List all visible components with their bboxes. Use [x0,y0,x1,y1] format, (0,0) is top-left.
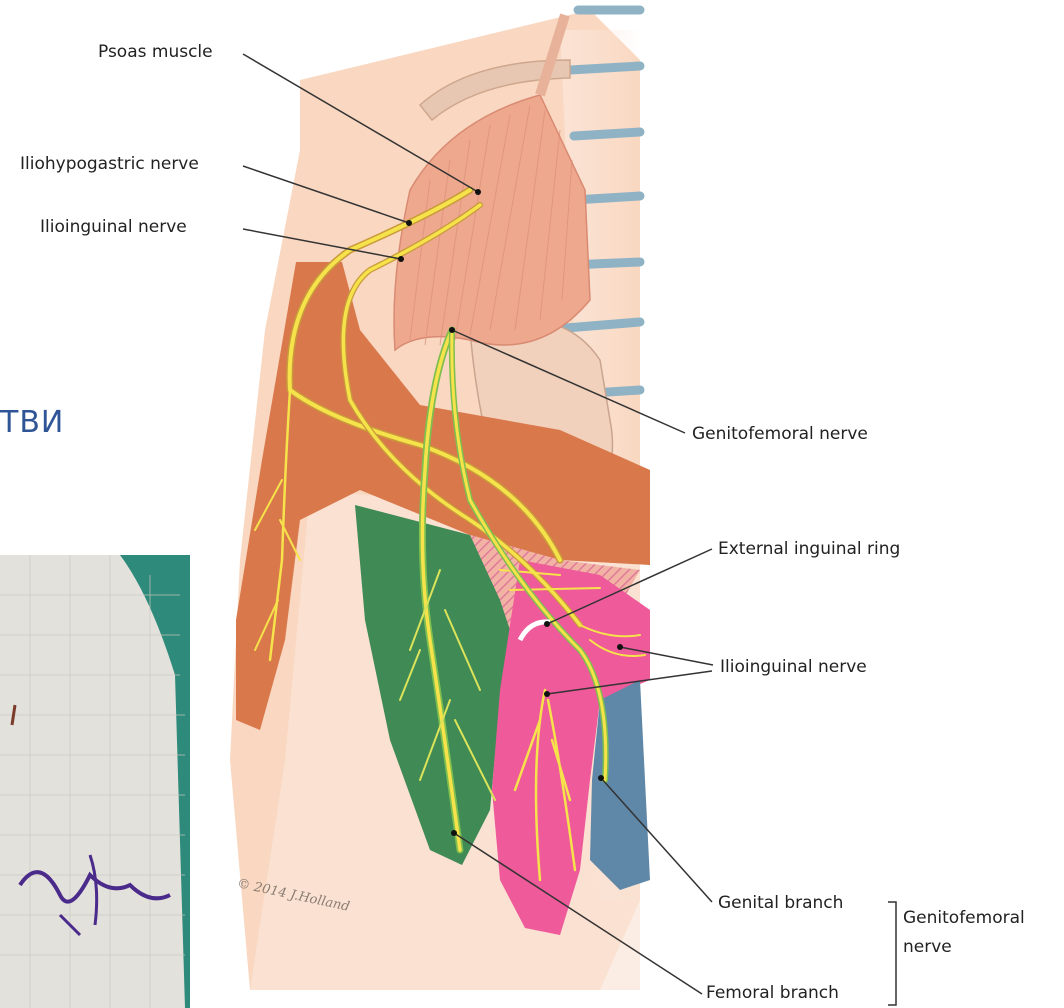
label-genitofemoral-group-line2: nerve [903,937,952,957]
label-genitofemoral-group-line1: Genitofemoral [903,908,1025,928]
genitofemoral-bracket [888,902,896,1005]
label-psoas-muscle: Psoas muscle [98,42,213,62]
label-iliohypogastric-nerve: Iliohypogastric nerve [20,154,199,174]
label-genital-branch: Genital branch [718,893,843,913]
genital-zone [590,680,650,890]
label-genitofemoral-nerve: Genitofemoral nerve [692,424,868,444]
slide-title-fragment: ТВИ [0,405,64,440]
gauze-photo-fragment [0,555,190,1008]
label-external-inguinal-ring: External inguinal ring [718,539,900,559]
label-femoral-branch: Femoral branch [706,983,839,1003]
label-ilioinguinal-nerve-top: Ilioinguinal nerve [40,217,187,237]
label-ilioinguinal-nerve-bottom: Ilioinguinal nerve [720,657,867,677]
